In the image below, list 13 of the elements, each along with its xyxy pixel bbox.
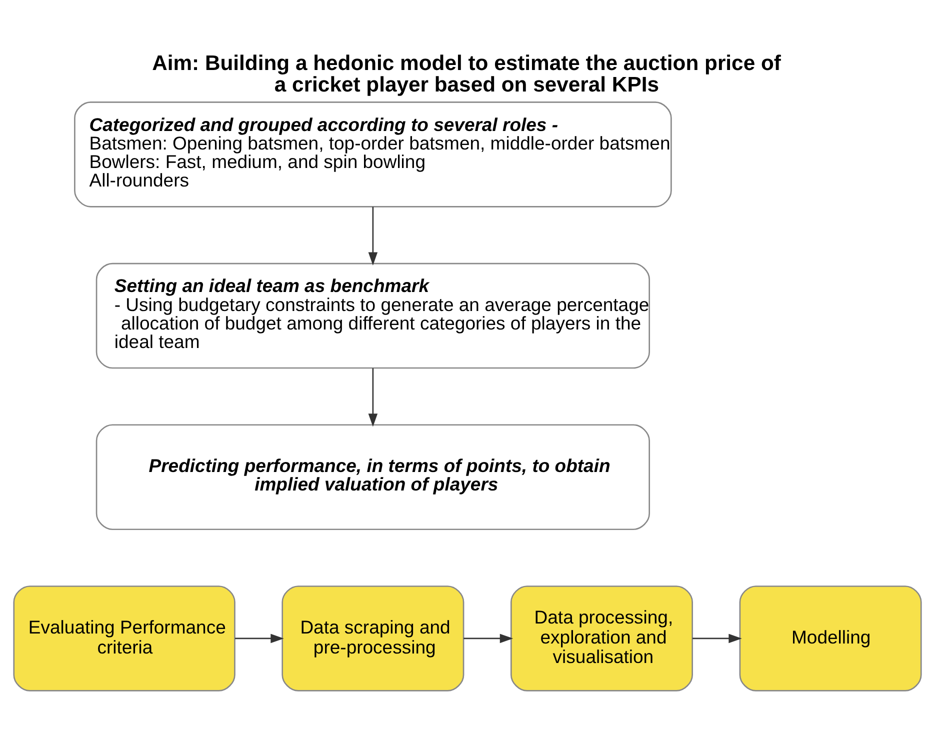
node-box: Data processing, exploration and visualisation bbox=[510, 586, 693, 692]
node-box: Predicting performance, in terms of points, to obtain implied valuation of players bbox=[96, 424, 650, 530]
arrow bbox=[368, 368, 378, 427]
arrow bbox=[368, 206, 378, 266]
node-box: Evaluating Performance criteria bbox=[13, 586, 236, 692]
arrow bbox=[692, 634, 742, 644]
node-box: Categorized and grouped according to several roles - Batsmen: Opening batsmen, top-order batsmen, middle-order batsmen Bowlers: Fast, medium, and spin bowling All-rounders bbox=[74, 102, 672, 208]
node-box: Setting an ideal team as benchmark - Using budgetary constraints to generate an average percentage allocation of budget among different categories of players in the ideal team bbox=[96, 262, 650, 369]
arrow bbox=[235, 634, 284, 644]
diagram-title: Aim: Building a hedonic model to estimate the auction price of a cricket player based on several KPIs bbox=[152, 52, 781, 96]
node-box: Modelling bbox=[739, 586, 922, 692]
node-box: Data scraping and pre-processing bbox=[282, 586, 464, 692]
arrow bbox=[464, 634, 514, 644]
